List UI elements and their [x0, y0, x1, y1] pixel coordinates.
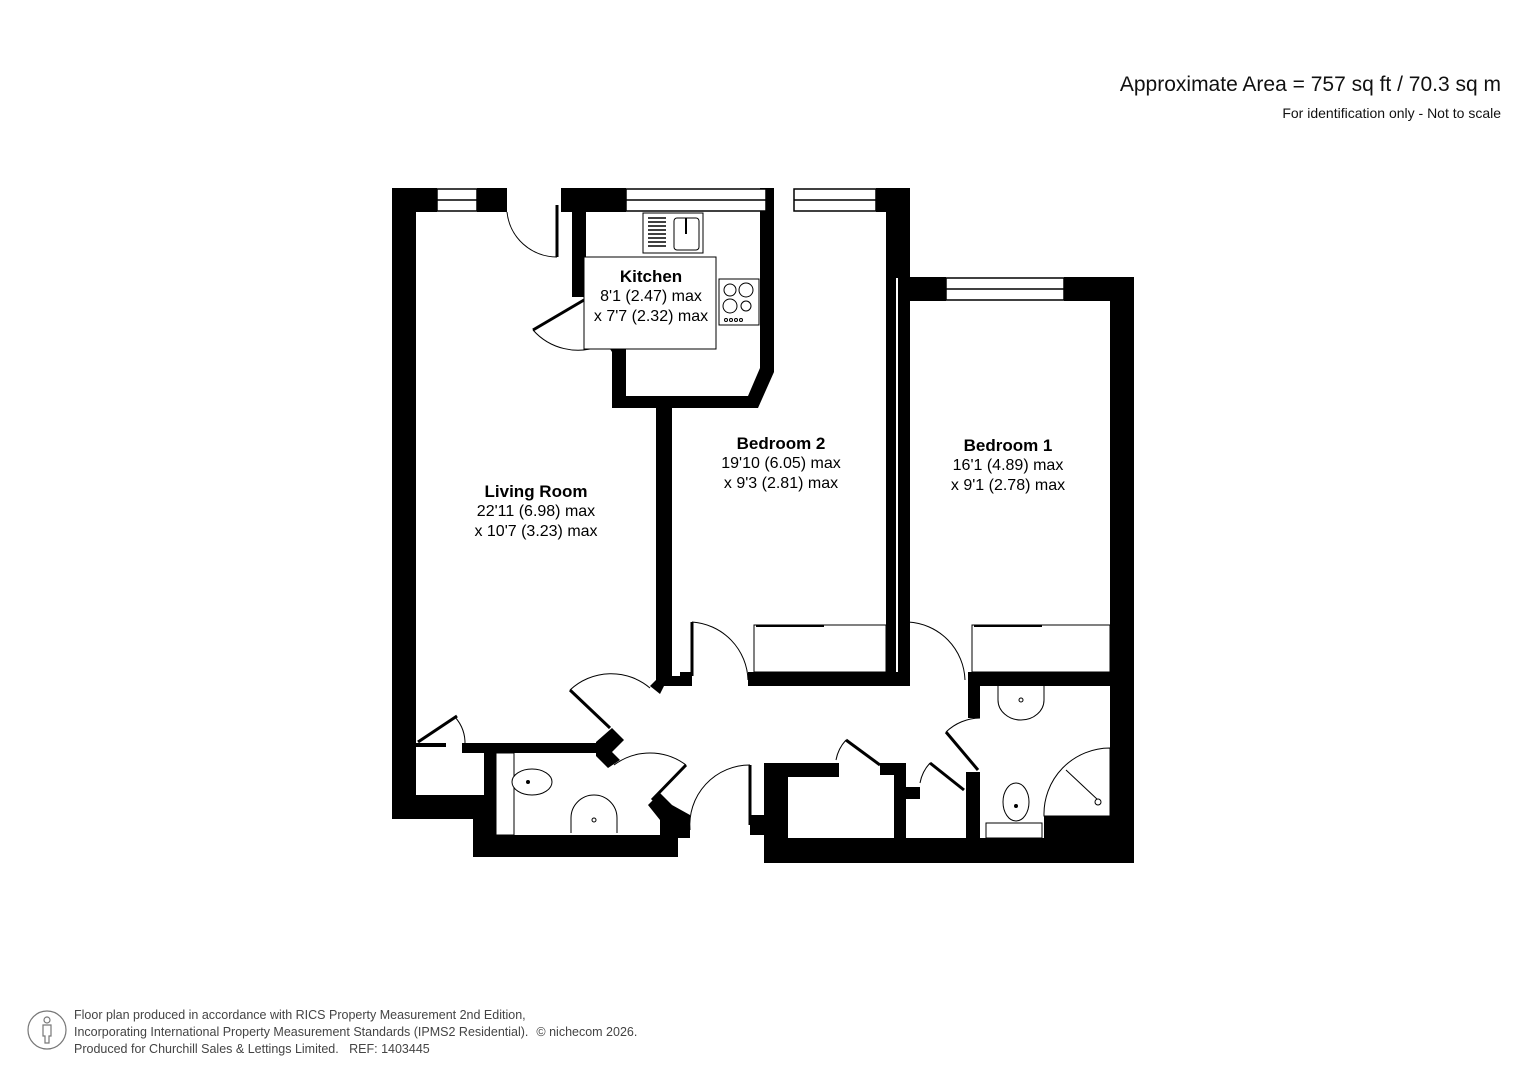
doors [417, 205, 981, 831]
wardrobe-icon [971, 624, 1111, 673]
hob-icon [718, 278, 760, 326]
room-dimension: x 7'7 (2.32) max [593, 308, 709, 325]
person-in-circle-icon [27, 1010, 67, 1050]
room-dimension: 22'11 (6.98) max [476, 503, 596, 520]
bath-boxing [985, 822, 1043, 839]
room-label-living-room: Living Room 22'11 (6.98) max x 10'7 (3.2… [474, 482, 597, 542]
room-dimension: x 9'3 (2.81) max [723, 475, 839, 492]
footer-line-2: Incorporating International Property Mea… [74, 1025, 529, 1039]
fixtures [495, 212, 1111, 839]
disclaimer: For identification only - Not to scale [1282, 105, 1501, 121]
footer-line-1: Floor plan produced in accordance with R… [74, 1008, 526, 1022]
room-dimension: 16'1 (4.89) max [952, 457, 1064, 474]
approximate-area: Approximate Area = 757 sq ft / 70.3 sq m [1119, 73, 1501, 96]
copyright: © nichecom 2026. [536, 1025, 638, 1039]
room-label-bedroom-1: Bedroom 1 16'1 (4.89) max x 9'1 (2.78) m… [951, 436, 1065, 496]
corner-shower-icon [1043, 747, 1111, 817]
room-dimension: x 9'1 (2.78) max [950, 477, 1066, 494]
room-dimension: 19'10 (6.05) max [721, 455, 841, 472]
windows [436, 188, 1065, 301]
room-label-bedroom-2: Bedroom 2 19'10 (6.05) max x 9'3 (2.81) … [721, 434, 841, 494]
basin-icon [997, 686, 1045, 721]
sink-drainer-icon [642, 212, 704, 254]
room-name: Bedroom 1 [963, 436, 1053, 455]
walls [392, 188, 1134, 863]
wc-boxing [495, 752, 515, 836]
footer-notes: Floor plan produced in accordance with R… [74, 1007, 637, 1058]
room-name: Living Room [484, 482, 588, 501]
wardrobe-icon [753, 624, 887, 673]
kitchen-counter [583, 256, 717, 350]
basin-icon [570, 794, 618, 833]
room-dimension: x 10'7 (3.23) max [474, 523, 598, 540]
room-name: Kitchen [619, 267, 683, 286]
toilet-icon [1002, 782, 1030, 822]
room-name: Bedroom 2 [736, 434, 826, 453]
toilet-icon [511, 768, 553, 796]
footer-line-3: Produced for Churchill Sales & Lettings … [74, 1042, 430, 1056]
room-dimension: 8'1 (2.47) max [600, 288, 702, 305]
room-label-kitchen: Kitchen 8'1 (2.47) max x 7'7 (2.32) max [594, 267, 708, 327]
